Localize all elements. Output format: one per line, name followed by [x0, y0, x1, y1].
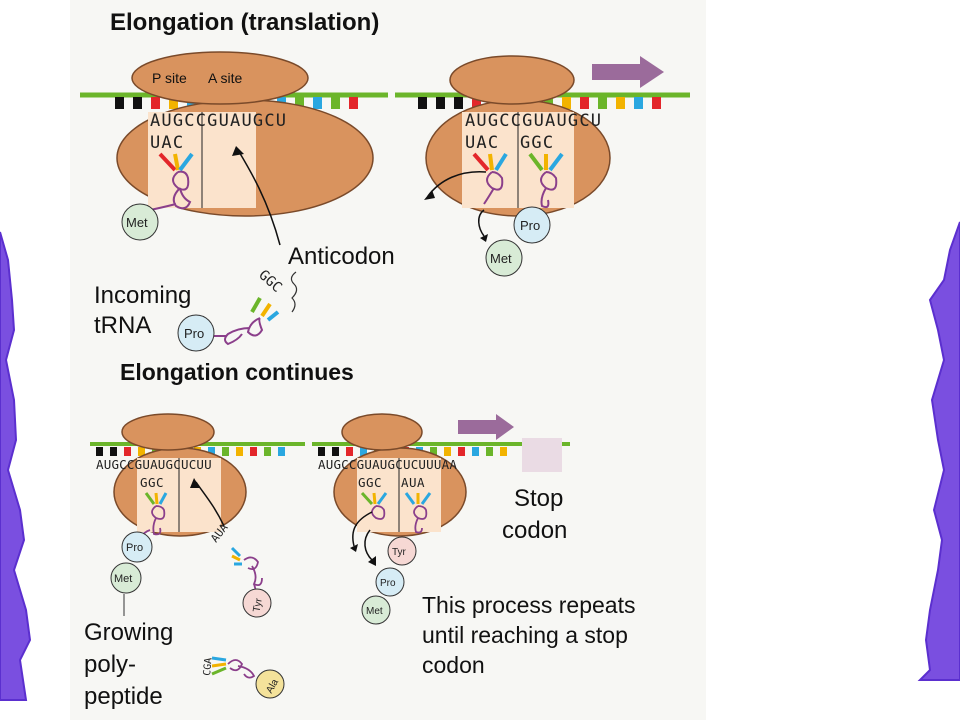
pro-amino-acid-4	[375, 567, 405, 597]
met-amino-acid-2	[485, 239, 523, 277]
pro-amino-acid	[177, 314, 215, 352]
stop-label-1: Stop	[514, 485, 563, 512]
panel3-anticodon: GGC	[140, 475, 164, 490]
met-label-3: Met	[114, 573, 132, 585]
pro-amino-acid-3	[121, 531, 153, 563]
met-label-2: Met	[490, 251, 512, 266]
a-site-label: A site	[208, 70, 242, 86]
translocation-arrow	[592, 56, 664, 88]
panel-1: P site A site AUGCCGUAUGCU UAC Met Antic…	[80, 51, 395, 352]
ribosome-small-subunit	[131, 51, 309, 105]
left-wavy-border	[0, 231, 32, 701]
pro-label-4: Pro	[380, 578, 396, 589]
panel2-anticodon-p: UAC	[465, 133, 499, 153]
panel-3: AUGCCGUAUGCUCUU GGC AUA Tyr Pro Met Grow…	[84, 413, 305, 710]
met-label: Met	[126, 215, 148, 230]
anticodon-arrow	[237, 149, 281, 246]
panel3-mrna-sequence: AUGCCGUAUGCUCUU	[96, 457, 212, 472]
incoming-label-2: tRNA	[94, 312, 151, 339]
right-wavy-border	[917, 221, 960, 681]
repeat-label-3: codon	[422, 652, 485, 678]
p-site-label: P site	[152, 70, 187, 86]
tyr-amino-acid	[242, 588, 272, 618]
translocation-arrow-2	[458, 414, 514, 440]
met-amino-acid-3	[110, 562, 142, 594]
panel-4: AUGCCGUAUGCUCUUUAA GGC AUA Tyr Pro Met S…	[312, 413, 635, 678]
anticodon-label: Anticodon	[288, 243, 395, 270]
tyr-label: Tyr	[251, 597, 264, 613]
panel4-anticodon-p: GGC	[358, 475, 382, 490]
tyr-label-2: Tyr	[392, 547, 407, 558]
panel4-anticodon-a: AUA	[401, 475, 425, 490]
ribosome-small-subunit-2	[449, 55, 575, 105]
pro-label-2: Pro	[520, 218, 540, 233]
growing-label-2: poly-	[84, 651, 136, 678]
met-label-4: Met	[366, 606, 383, 617]
pro-label-3: Pro	[126, 542, 143, 554]
repeat-label-1: This process repeats	[422, 592, 635, 618]
stop-label-2: codon	[502, 517, 567, 544]
panel-2: AUGCCGUAUGCU UAC GGC Pro Met	[395, 55, 690, 277]
pro-amino-acid-2	[513, 206, 551, 244]
tyr-amino-acid-2	[387, 536, 417, 566]
panel4-mrna-sequence: AUGCCGUAUGCUCUUUAA	[318, 457, 457, 472]
met-amino-acid	[121, 203, 159, 241]
stop-codon-highlight	[522, 438, 562, 472]
incoming-label-1: Incoming	[94, 282, 191, 309]
panel1-anticodon: UAC	[150, 133, 184, 153]
pro-label: Pro	[184, 326, 204, 341]
title-elongation: Elongation (translation)	[110, 9, 379, 36]
a-site	[202, 112, 256, 208]
met-amino-acid-4	[361, 595, 391, 625]
panel2-anticodon-a: GGC	[520, 133, 554, 153]
panel3-ala-anticodon: CGA	[202, 657, 215, 676]
panel1-mrna-sequence: AUGCCGUAUGCU	[150, 111, 287, 131]
repeat-label-2: until reaching a stop	[422, 622, 628, 648]
ala-amino-acid	[255, 669, 285, 699]
panel2-mrna-sequence: AUGCCGUAUGCU	[465, 111, 602, 131]
title-elongation-continues: Elongation continues	[120, 359, 354, 385]
growing-label-1: Growing	[84, 619, 173, 646]
growing-label-3: peptide	[84, 683, 163, 710]
